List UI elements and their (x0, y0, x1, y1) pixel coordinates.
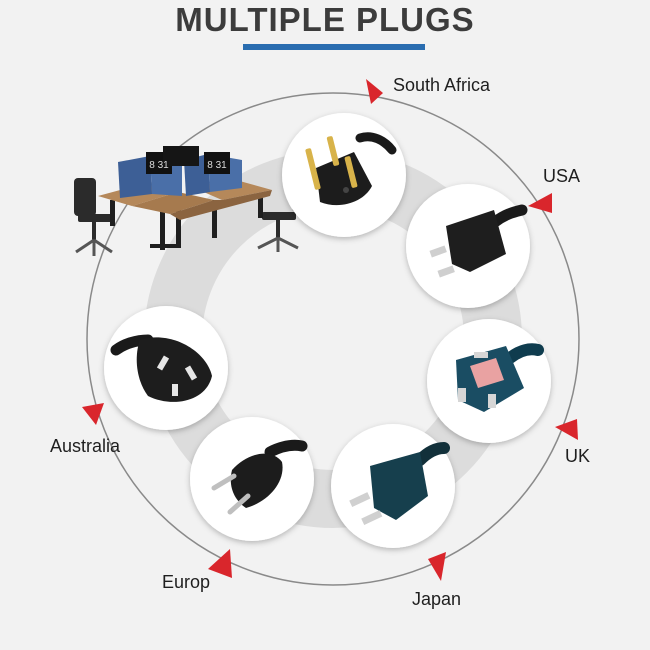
label-usa: USA (543, 166, 581, 186)
plug-south-africa-image (282, 113, 406, 237)
desk-workstation-image: 8 31 8 31 (74, 146, 312, 256)
monitor-left-text: 8 31 (149, 160, 169, 171)
plug-uk-image (427, 319, 551, 443)
arrow-uk-icon (555, 419, 578, 440)
arrow-usa-icon (528, 193, 552, 213)
arrow-japan-icon (428, 552, 446, 581)
plug-australia-image (104, 306, 228, 430)
plug-europe-image (190, 417, 314, 541)
monitor-right-text: 8 31 (207, 160, 227, 171)
label-australia: Australia (50, 436, 121, 456)
arrow-australia-icon (82, 403, 104, 425)
label-south-africa: South Africa (393, 75, 491, 95)
title-underline (243, 44, 425, 50)
arrow-europe-icon (208, 549, 232, 578)
label-uk: UK (565, 446, 591, 466)
label-japan: Japan (412, 589, 462, 609)
arrow-south-africa-icon (366, 79, 383, 104)
label-europe: Europ (162, 572, 211, 592)
office-chair-left-icon (74, 178, 113, 256)
page-title: MULTIPLE PLUGS (175, 1, 475, 38)
outer-circle (86, 92, 580, 586)
plug-japan-image (331, 424, 455, 548)
plug-usa-image (406, 184, 530, 308)
